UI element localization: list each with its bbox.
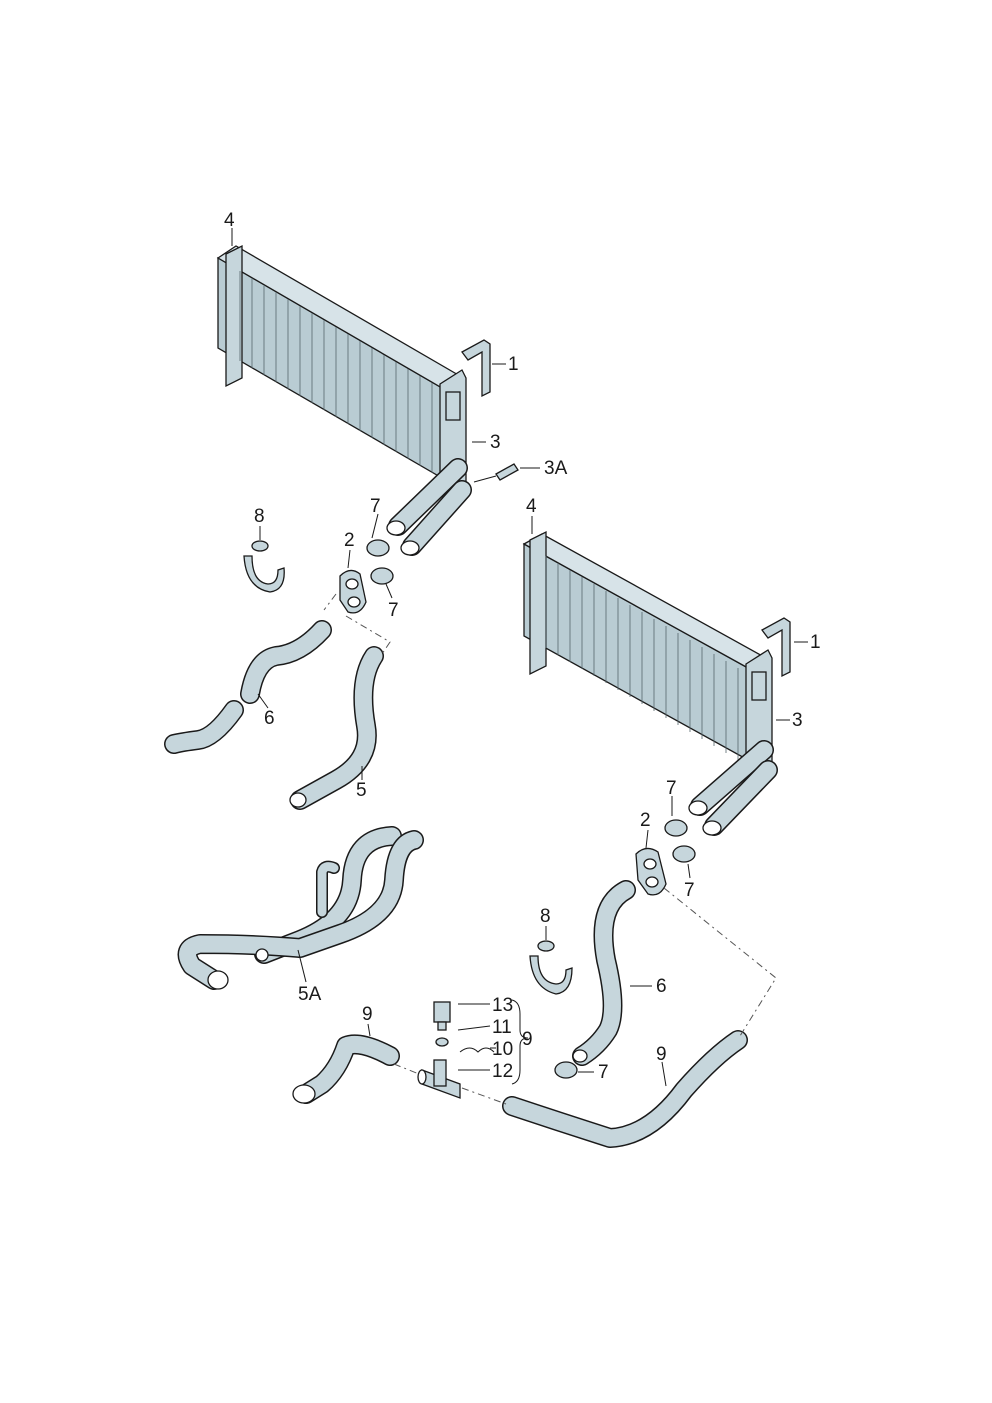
callout-upper-1: 1 bbox=[508, 354, 519, 375]
center-seal-ring bbox=[435, 1037, 449, 1047]
upper-dash-line bbox=[323, 593, 391, 655]
upper-hose-5 bbox=[289, 646, 384, 810]
lower-bracket bbox=[761, 617, 791, 678]
callout-lower-8: 8 bbox=[540, 906, 551, 927]
lower-gasket bbox=[635, 847, 667, 896]
callout-labels: 4 1 3 3A 7 7 8 2 6 5 5A 4 1 3 7 7 2 8 6 … bbox=[224, 210, 821, 1083]
callout-upper-7b: 7 bbox=[388, 600, 399, 621]
callout-lower-4: 4 bbox=[526, 496, 537, 517]
upper-hose-assembly-5a bbox=[177, 826, 424, 990]
lower-hose-9 bbox=[502, 1030, 748, 1148]
callout-upper-6: 6 bbox=[264, 708, 275, 729]
upper-clamp-bottom bbox=[370, 567, 394, 585]
callout-upper-7a: 7 bbox=[370, 496, 381, 517]
callout-upper-5: 5 bbox=[356, 780, 367, 801]
callout-lower-9: 9 bbox=[656, 1044, 667, 1065]
upper-gasket bbox=[339, 569, 367, 614]
lower-dash-line bbox=[663, 887, 777, 1037]
upper-clamp-top bbox=[366, 539, 390, 557]
center-assembly bbox=[292, 999, 529, 1105]
upper-heat-exchanger bbox=[216, 244, 472, 556]
upper-hose-6 bbox=[164, 620, 332, 754]
center-sensor bbox=[433, 1001, 451, 1031]
upper-bracket bbox=[461, 339, 491, 398]
lower-clamp-top bbox=[664, 819, 688, 837]
callout-lower-2: 2 bbox=[640, 810, 651, 831]
lower-core-fins bbox=[545, 556, 739, 760]
callout-center-9-brace: 9 bbox=[522, 1029, 533, 1050]
callout-upper-8: 8 bbox=[254, 506, 265, 527]
lower-clamp-bottom bbox=[672, 845, 696, 863]
center-retaining-clip bbox=[459, 1047, 495, 1053]
lower-hose-6 bbox=[572, 880, 636, 1066]
callout-upper-4: 4 bbox=[224, 210, 235, 231]
callout-center-12: 12 bbox=[492, 1061, 513, 1082]
callout-lower-1: 1 bbox=[810, 632, 821, 653]
callout-lower-7a: 7 bbox=[666, 778, 677, 799]
callout-center-9: 9 bbox=[362, 1004, 373, 1025]
callout-upper-3a: 3A bbox=[544, 458, 568, 479]
center-t-piece bbox=[417, 1059, 461, 1099]
upper-assembly bbox=[164, 228, 540, 990]
center-brace bbox=[511, 999, 529, 1085]
callout-lower-7c: 7 bbox=[598, 1062, 609, 1083]
upper-bleed-screw bbox=[473, 463, 519, 483]
upper-band-clip bbox=[243, 540, 285, 593]
lower-band-clip bbox=[529, 940, 573, 995]
callout-center-13: 13 bbox=[492, 995, 513, 1016]
callout-upper-3: 3 bbox=[490, 432, 501, 453]
callout-upper-5a: 5A bbox=[298, 984, 322, 1005]
lower-assembly bbox=[502, 516, 808, 1148]
callout-upper-2: 2 bbox=[344, 530, 355, 551]
lower-heat-exchanger bbox=[522, 530, 778, 836]
callout-center-10: 10 bbox=[492, 1039, 513, 1060]
lower-clamp-hose bbox=[554, 1061, 578, 1079]
callout-lower-6: 6 bbox=[656, 976, 667, 997]
center-hose-9 bbox=[292, 1034, 400, 1104]
center-dash-line bbox=[393, 1063, 507, 1105]
callout-lower-3: 3 bbox=[792, 710, 803, 731]
callout-center-11: 11 bbox=[492, 1017, 512, 1038]
upper-core-fins bbox=[239, 271, 433, 473]
callout-lower-7b: 7 bbox=[684, 880, 695, 901]
